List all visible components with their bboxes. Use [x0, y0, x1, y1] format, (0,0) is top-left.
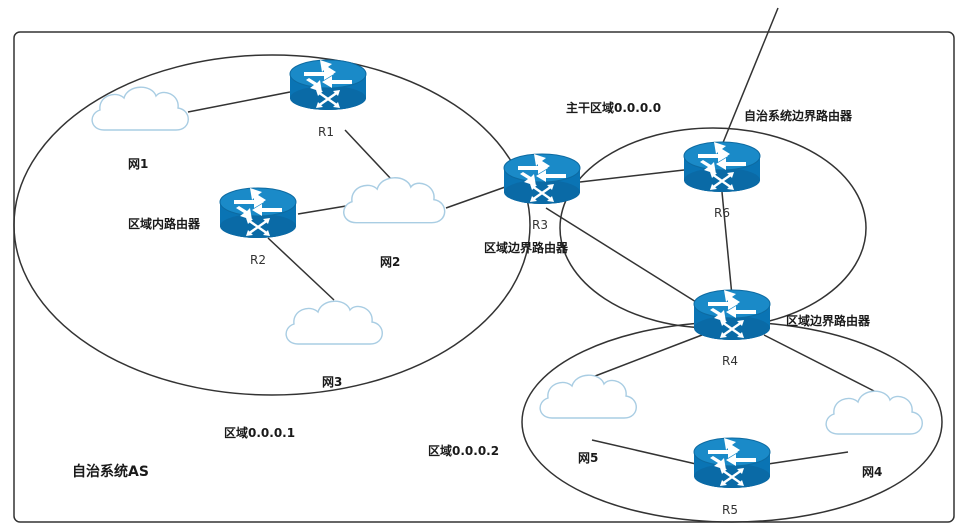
- r3-label: R3: [532, 218, 548, 232]
- net5-label: 网5: [578, 451, 598, 465]
- net3-label: 网3: [322, 375, 342, 389]
- external-link: [719, 7, 779, 151]
- area2-label: 区域0.0.0.2: [428, 443, 499, 458]
- r6-label: R6: [714, 206, 730, 220]
- asbr-label: 自治系统边界路由器: [744, 108, 853, 123]
- net5-cloud-icon: [539, 374, 637, 419]
- net4-cloud-icon: [825, 390, 923, 435]
- r1-router-icon: [288, 58, 368, 112]
- net2-label: 网2: [380, 255, 400, 269]
- backbone-area-label: 主干区域0.0.0.0: [566, 100, 661, 115]
- abr-r4-label: 区域边界路由器: [786, 313, 871, 328]
- net1-cloud-icon: [91, 86, 189, 131]
- link-r2-net3: [267, 237, 335, 301]
- r2-router-icon: [218, 186, 298, 240]
- r2-label: R2: [250, 253, 266, 267]
- link-r5-net4: [767, 451, 849, 465]
- as-boundary: [13, 31, 955, 523]
- link-r4-net5: [589, 334, 703, 379]
- abr-r3-label: 区域边界路由器: [484, 240, 569, 255]
- links: [187, 91, 877, 465]
- link-r3-r6: [579, 169, 685, 183]
- net1-label: 网1: [128, 157, 148, 171]
- r4-router-icon: [692, 288, 772, 342]
- r3-router-icon: [502, 152, 582, 206]
- net3-cloud-icon: [285, 300, 383, 345]
- area1-label: 区域0.0.0.1: [224, 425, 295, 440]
- link-r4-net4: [763, 334, 877, 393]
- internal-router-label: 区域内路由器: [128, 216, 201, 231]
- link-net1-r1: [187, 91, 291, 113]
- link-net5-r5: [591, 439, 697, 465]
- link-r1-net2: [344, 129, 393, 181]
- link-r3-r4: [545, 207, 713, 313]
- link-r6-r4: [721, 191, 733, 297]
- link-net2-r3: [445, 185, 509, 209]
- r5-label: R5: [722, 503, 738, 517]
- as-label: 自治系统AS: [72, 463, 149, 480]
- net2-cloud-icon: [342, 177, 446, 224]
- area1-boundary: [13, 54, 531, 396]
- link-r2-net2: [297, 205, 347, 215]
- r1-label: R1: [318, 125, 334, 139]
- r4-label: R4: [722, 354, 738, 368]
- r6-router-icon: [682, 140, 762, 194]
- net4-label: 网4: [862, 465, 882, 479]
- r5-router-icon: [692, 436, 772, 490]
